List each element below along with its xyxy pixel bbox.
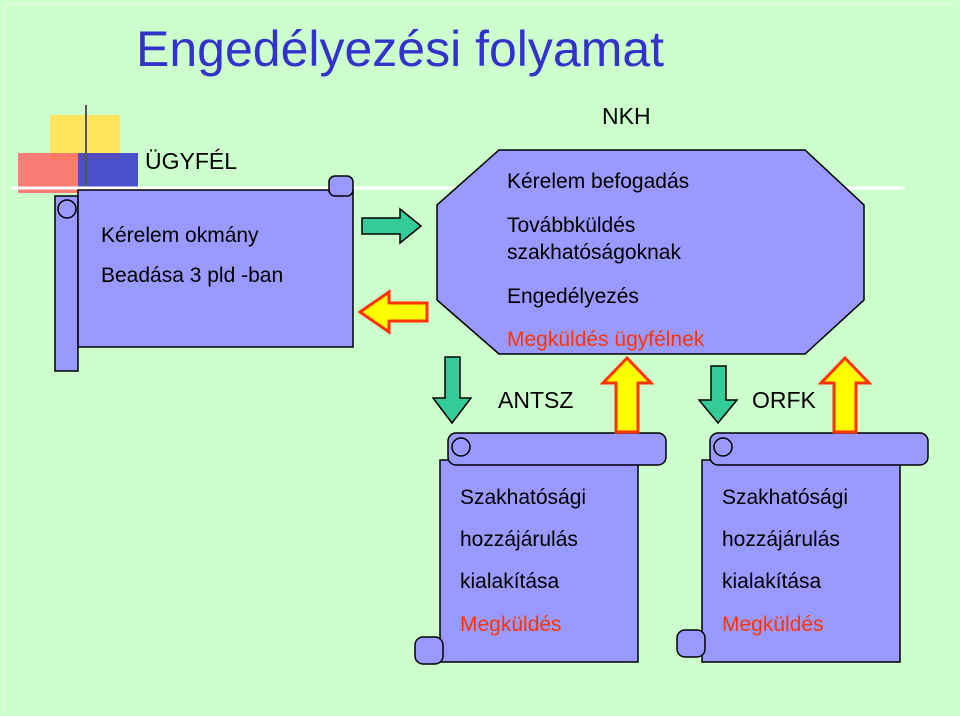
arrow-down-to-antsz xyxy=(431,356,473,425)
ugyfel-label: ÜGYFÉL xyxy=(145,148,238,174)
arrow-up-from-orfk xyxy=(817,355,873,434)
antsz-label: ANTSZ xyxy=(498,387,574,413)
client-text-line1: Kérelem okmány xyxy=(101,224,259,247)
arrow-down-to-orfk xyxy=(697,365,739,425)
nkh-octagon xyxy=(436,149,865,355)
nkh-text-line1: Kérelem befogadás xyxy=(507,170,690,193)
nkh-text-line4: Megküldés ügyfélnek xyxy=(507,328,705,351)
nkh-label: NKH xyxy=(602,103,651,129)
nkh-text-line3: Engedélyezés xyxy=(507,285,639,308)
client-scroll-curl xyxy=(57,199,77,219)
client-scroll-body xyxy=(77,189,354,348)
orfk-label: ORFK xyxy=(752,387,816,413)
orfk-scroll-bottom-curl xyxy=(676,629,706,658)
client-text-line2: Beadása 3 pld -ban xyxy=(101,264,284,287)
antsz-text-line3: kialakítása xyxy=(460,570,560,593)
orfk-text-line3: kialakítása xyxy=(722,570,822,593)
antsz-scroll-top-curl xyxy=(451,437,471,457)
deco-square-blue xyxy=(78,153,138,193)
antsz-text-line4: Megküldés xyxy=(460,613,562,636)
antsz-scroll-top-roll xyxy=(447,432,667,466)
orfk-scroll-top-curl xyxy=(713,437,733,457)
arrow-left-to-client xyxy=(357,289,429,335)
antsz-scroll xyxy=(414,432,667,665)
page-title: Engedélyezési folyamat xyxy=(136,21,665,77)
orfk-text-line1: Szakhatósági xyxy=(722,486,849,509)
client-scroll-left-edge xyxy=(54,195,79,372)
client-scroll xyxy=(54,175,354,372)
antsz-scroll-bottom-curl xyxy=(414,636,444,665)
orfk-scroll-top-roll xyxy=(709,432,929,466)
antsz-text-line1: Szakhatósági xyxy=(460,486,587,509)
antsz-text-line2: hozzájárulás xyxy=(460,528,578,551)
orfk-text-line4: Megküldés xyxy=(722,613,824,636)
nkh-text-line2a: Továbbküldés xyxy=(507,214,636,237)
orfk-scroll xyxy=(676,432,929,663)
nkh-text-line2b: szakhatóságoknak xyxy=(507,241,681,264)
arrow-up-from-antsz xyxy=(599,355,655,434)
client-scroll-top-curl xyxy=(328,175,354,197)
arrow-right-to-nkh xyxy=(361,207,423,245)
slide-frame xyxy=(4,4,955,711)
deco-square-red xyxy=(18,153,78,193)
orfk-text-line2: hozzájárulás xyxy=(722,528,840,551)
antsz-scroll-body xyxy=(439,459,639,663)
